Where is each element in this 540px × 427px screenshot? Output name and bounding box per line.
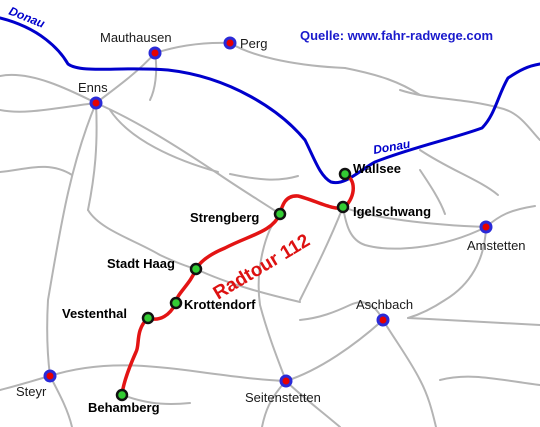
- seitenstetten-label: Seitenstetten: [245, 390, 321, 405]
- road: [299, 301, 384, 321]
- perg-label: Perg: [240, 36, 267, 51]
- road: [407, 317, 540, 326]
- steyr-label: Steyr: [16, 384, 47, 399]
- amstetten-label: Amstetten: [467, 238, 526, 253]
- road: [49, 364, 287, 382]
- perg-marker: [223, 36, 237, 50]
- river-danube: [0, 16, 540, 185]
- road: [87, 209, 197, 270]
- aschbach-marker: [376, 313, 390, 327]
- mauthausen-label: Mauthausen: [100, 30, 172, 45]
- krottendorf-label: Krottendorf: [184, 297, 256, 312]
- road: [0, 73, 97, 104]
- road: [149, 52, 158, 101]
- road: [299, 206, 344, 301]
- road: [87, 102, 98, 211]
- road: [419, 149, 499, 196]
- route-stop-markers: [115, 167, 352, 402]
- road: [49, 375, 73, 427]
- road: [195, 268, 301, 303]
- road: [95, 52, 156, 104]
- road: [439, 375, 540, 386]
- route-radtour-112: [120, 172, 355, 397]
- enns-marker: [89, 96, 103, 110]
- behamberg-marker: [115, 388, 129, 402]
- road-network: [0, 41, 540, 427]
- road: [46, 102, 97, 377]
- road: [95, 102, 281, 215]
- amstetten-marker: [479, 220, 493, 234]
- town-markers: [43, 36, 493, 388]
- road: [342, 206, 487, 228]
- road: [257, 213, 287, 382]
- road: [154, 41, 231, 54]
- wallsee-marker: [338, 167, 352, 181]
- road: [0, 102, 97, 113]
- strengberg-label: Strengberg: [190, 210, 259, 225]
- source-label: Quelle: www.fahr-radwege.com: [300, 28, 493, 43]
- krottendorf-marker: [169, 296, 183, 310]
- road: [109, 109, 219, 173]
- road: [344, 67, 421, 96]
- road: [407, 226, 487, 319]
- river-label-donau-east: Donau: [372, 137, 412, 157]
- strengberg-marker: [273, 207, 287, 221]
- igelschwang-marker: [336, 200, 350, 214]
- road: [382, 319, 437, 427]
- wallsee-label: Wallsee: [353, 161, 401, 176]
- stadt-haag-label: Stadt Haag: [107, 256, 175, 271]
- road: [342, 206, 487, 250]
- road: [229, 42, 346, 69]
- igelschwang-label: Igelschwang: [353, 204, 431, 219]
- road: [485, 205, 536, 228]
- vestenthal-label: Vestenthal: [62, 306, 127, 321]
- steyr-marker: [43, 369, 57, 383]
- road: [285, 319, 384, 382]
- road: [419, 169, 446, 215]
- behamberg-label: Behamberg: [88, 400, 160, 415]
- road: [229, 173, 299, 181]
- stadt-haag-marker: [189, 262, 203, 276]
- aschbach-label: Aschbach: [356, 297, 413, 312]
- road: [0, 165, 73, 176]
- seitenstetten-marker: [279, 374, 293, 388]
- vestenthal-marker: [141, 311, 155, 325]
- enns-label: Enns: [78, 80, 108, 95]
- mauthausen-marker: [148, 46, 162, 60]
